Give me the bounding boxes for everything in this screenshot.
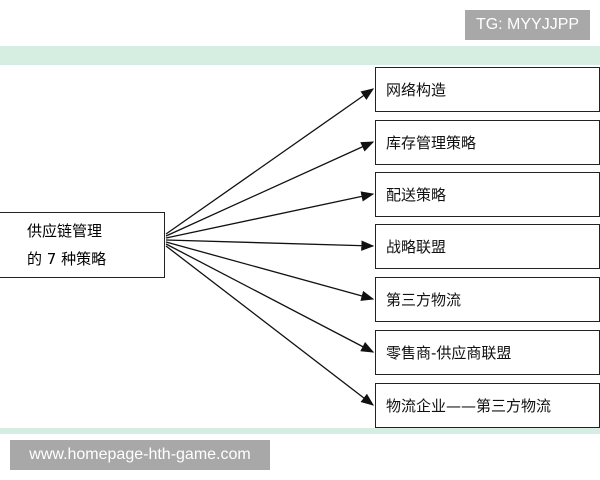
strategy-box: 零售商-供应商联盟 (375, 330, 600, 375)
arrow (165, 241, 375, 301)
strategy-box: 第三方物流 (375, 277, 600, 322)
arrow (165, 243, 375, 353)
strategy-box: 库存管理策略 (375, 120, 600, 165)
arrow (165, 239, 375, 251)
watermark-top: TG: MYYJJPP (465, 10, 590, 40)
strategy-box: 物流企业——第三方物流 (375, 383, 600, 428)
source-line2: 的 7 种策略 (27, 250, 107, 268)
arrow (165, 191, 375, 239)
arrow (165, 88, 375, 235)
arrow (165, 141, 375, 237)
source-box: 供应链管理 的 7 种策略 (0, 212, 165, 278)
top-band (0, 46, 600, 65)
strategy-box: 网络构造 (375, 67, 600, 112)
strategy-box: 配送策略 (375, 172, 600, 217)
source-line1: 供应链管理 (27, 222, 103, 240)
bottom-band (0, 428, 600, 434)
watermark-bottom: www.homepage-hth-game.com (10, 440, 270, 470)
strategy-box: 战略联盟 (375, 224, 600, 269)
arrow (165, 245, 375, 406)
